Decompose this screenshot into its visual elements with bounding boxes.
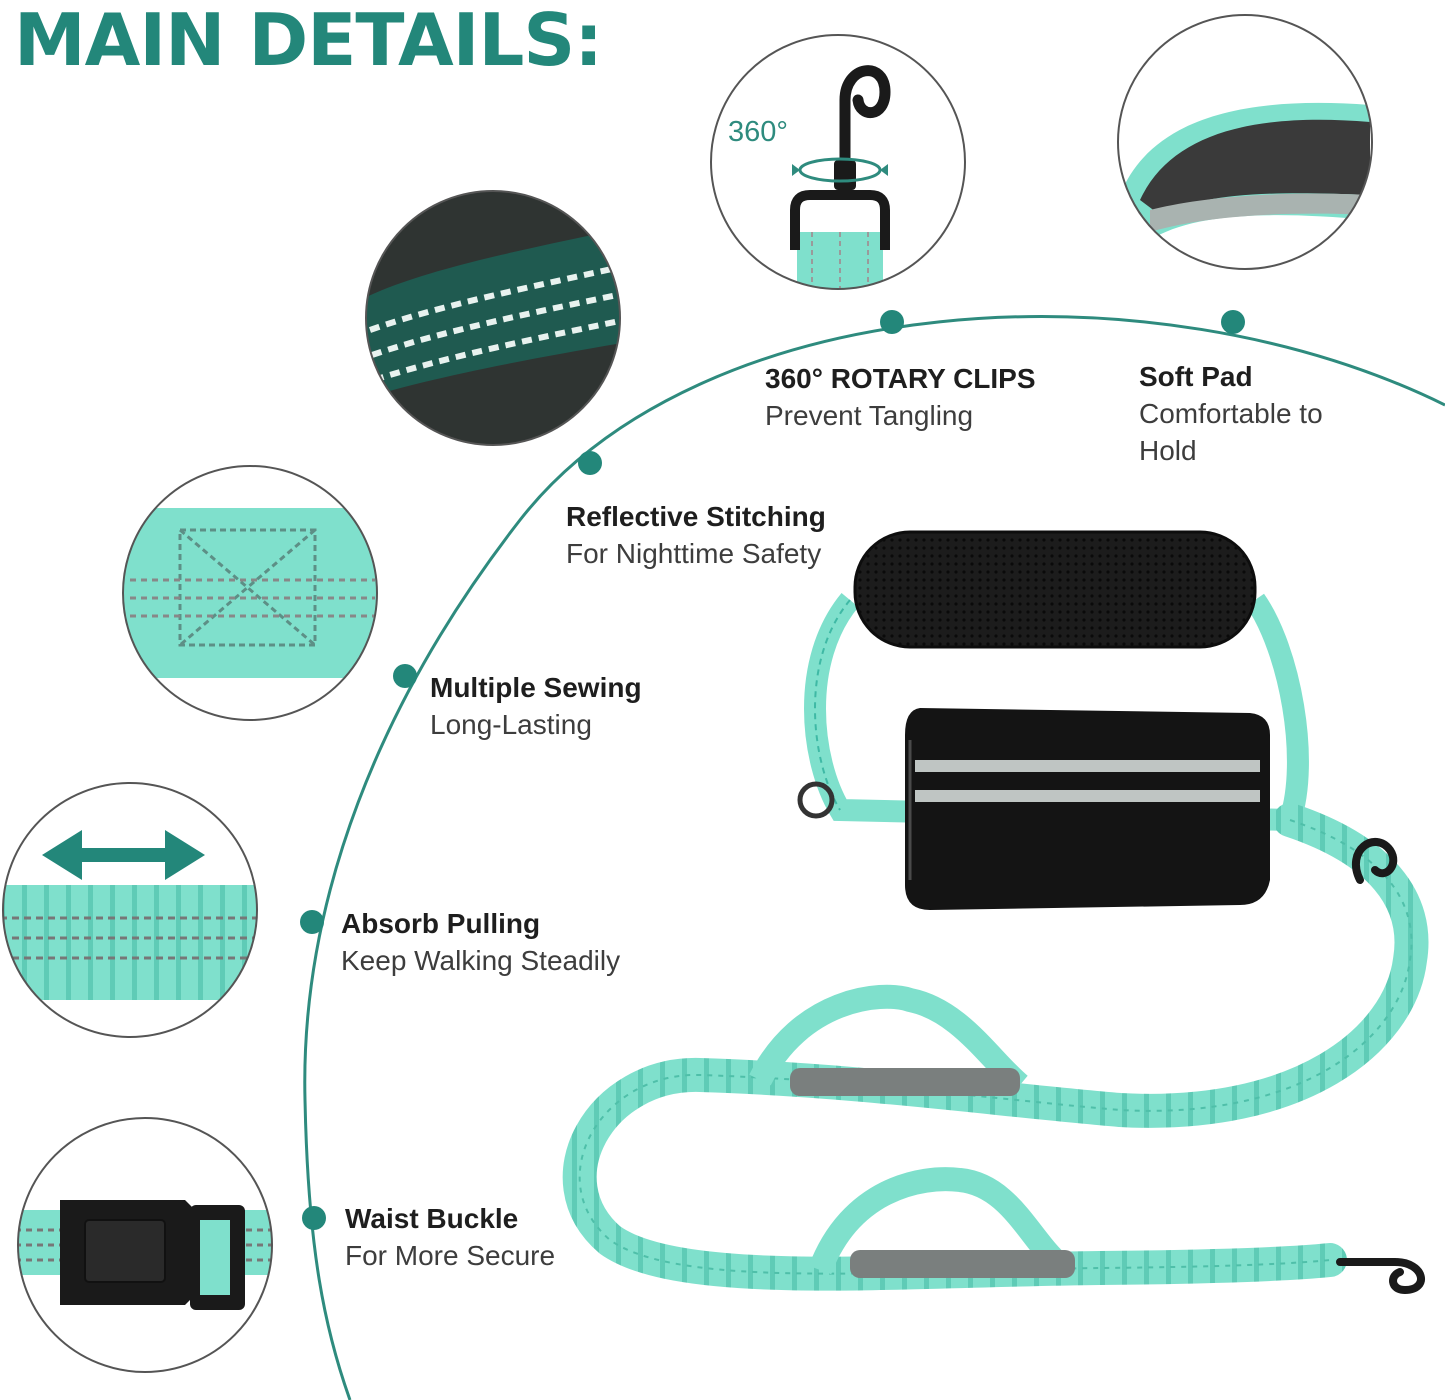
feature-reflective-stitching: Reflective Stitching For Nighttime Safet… bbox=[566, 498, 826, 572]
buckle-icon bbox=[60, 1200, 200, 1305]
rotary-clip-closeup bbox=[710, 34, 966, 290]
snap-hook-icon bbox=[1336, 1258, 1425, 1295]
feature-subtext-line2: Hold bbox=[1139, 435, 1197, 466]
mesh-pad bbox=[853, 530, 1257, 649]
arc-dot-rotary bbox=[880, 310, 904, 334]
feature-subtext: For More Secure bbox=[345, 1240, 556, 1271]
buckle-closeup bbox=[17, 1117, 273, 1373]
sewing-closeup bbox=[122, 465, 378, 721]
pouch-bag bbox=[905, 708, 1270, 910]
feature-subtext: For Nighttime Safety bbox=[566, 538, 822, 569]
reflective-closeup bbox=[365, 190, 621, 446]
feature-waist-buckle: Waist Buckle For More Secure bbox=[345, 1200, 555, 1274]
feature-subtext: Long-Lasting bbox=[430, 709, 592, 740]
arc-dot-absorb bbox=[300, 910, 324, 934]
bungee-closeup bbox=[2, 782, 258, 1038]
feature-subtext: Prevent Tangling bbox=[765, 400, 974, 431]
arc-dot-reflective bbox=[578, 451, 602, 475]
feature-heading: 360° ROTARY CLIPS bbox=[765, 363, 1036, 394]
double-arrow-icon bbox=[42, 830, 205, 880]
feature-heading: Absorb Pulling bbox=[341, 908, 541, 939]
arc-dot-sewing bbox=[393, 664, 417, 688]
feature-heading: Reflective Stitching bbox=[566, 501, 826, 532]
leash-product bbox=[562, 530, 1429, 1295]
feature-heading: Waist Buckle bbox=[345, 1203, 519, 1234]
snap-hook-icon bbox=[839, 65, 891, 174]
feature-absorb-pulling: Absorb Pulling Keep Walking Steadily bbox=[341, 905, 620, 979]
arc-dot-buckle bbox=[302, 1206, 326, 1230]
arc-dot-pad bbox=[1221, 310, 1245, 334]
feature-rotary-clips: 360° ROTARY CLIPS Prevent Tangling bbox=[765, 360, 1036, 434]
feature-heading: Multiple Sewing bbox=[430, 672, 642, 703]
feature-multiple-sewing: Multiple Sewing Long-Lasting bbox=[430, 669, 642, 743]
feature-subtext: Keep Walking Steadily bbox=[341, 945, 621, 976]
rotation-degree-label: 360° bbox=[728, 116, 788, 148]
snap-hook-icon bbox=[1351, 838, 1398, 884]
feature-heading: Soft Pad bbox=[1139, 361, 1253, 392]
page-title: MAIN DETAILS: bbox=[14, 0, 603, 82]
soft-pad-closeup bbox=[1117, 14, 1373, 270]
feature-soft-pad: Soft Pad Comfortable to Hold bbox=[1139, 358, 1323, 469]
feature-subtext: Comfortable to bbox=[1139, 398, 1323, 429]
